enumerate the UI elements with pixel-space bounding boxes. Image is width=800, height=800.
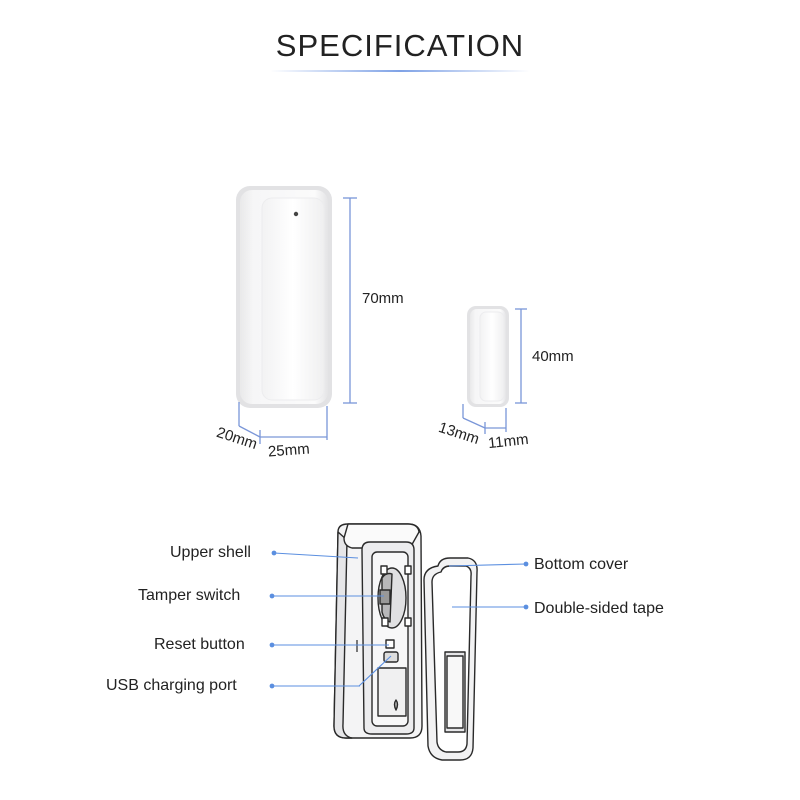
- upper-shell-label: Upper shell: [170, 544, 251, 561]
- sensor-base-dimension: [238, 402, 328, 444]
- tamper-switch-label: Tamper switch: [138, 587, 241, 604]
- reset-button-label: Reset button: [154, 636, 245, 653]
- sensor-height-label: 70mm: [362, 290, 404, 307]
- sensor-width-label: 25mm: [267, 440, 311, 461]
- leader-dots: [269, 550, 529, 689]
- tamper-switch-dot: [269, 593, 275, 599]
- sensor-device: [236, 186, 332, 408]
- bottom-cover-label: Bottom cover: [534, 556, 629, 573]
- leader-lines: [272, 552, 527, 687]
- reset-button-dot: [269, 642, 275, 648]
- title-underline: [270, 70, 530, 72]
- upper-shell-dot: [271, 550, 277, 556]
- bottom-cover-drawing: [423, 557, 478, 761]
- bottom-cover-dot: [523, 561, 529, 567]
- tape-label: Double-sided tape: [534, 600, 664, 617]
- magnet-device: [467, 306, 509, 407]
- sensor-height-dimension: [343, 197, 357, 404]
- magnet-height-label: 40mm: [532, 348, 574, 365]
- led-indicator: [293, 211, 299, 217]
- magnet-base-dimension: [462, 404, 507, 434]
- tape-dot: [523, 604, 529, 610]
- page-title: SPECIFICATION: [275, 28, 525, 63]
- usb-port-dot: [269, 683, 275, 689]
- magnet-height-dimension: [515, 308, 527, 404]
- usb-port-label: USB charging port: [106, 677, 237, 694]
- upper-shell-drawing: [333, 523, 423, 739]
